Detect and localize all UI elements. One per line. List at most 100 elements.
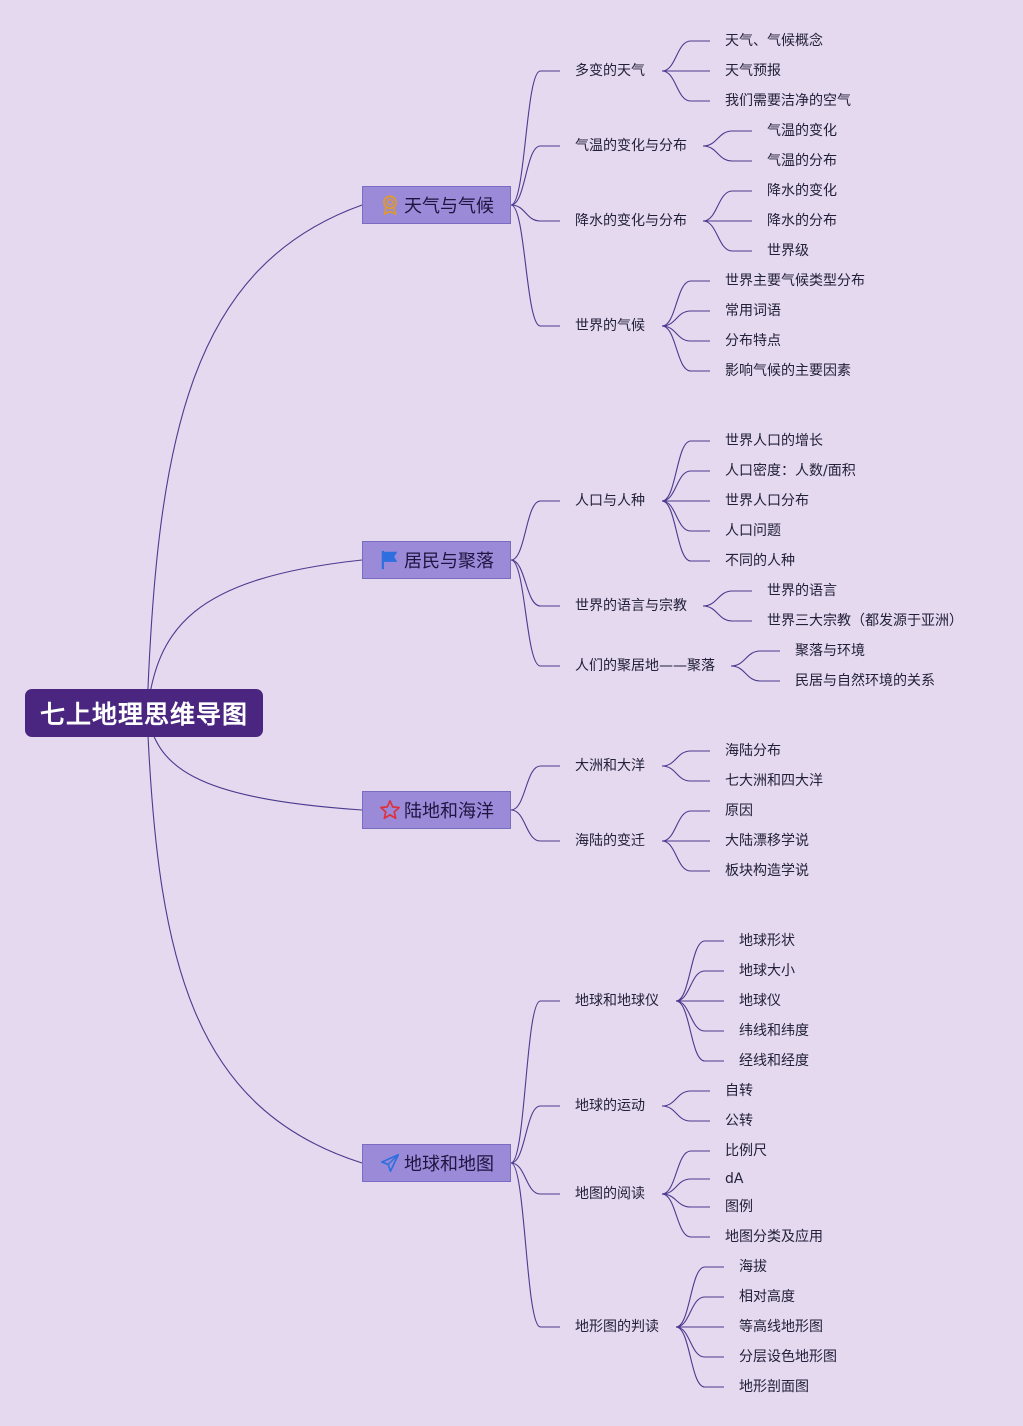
- connector-line: [510, 765, 560, 811]
- leaf-item[interactable]: 人口问题: [725, 523, 781, 539]
- leaf-item[interactable]: 纬线和纬度: [739, 1023, 809, 1039]
- paper-plane-icon: [379, 1152, 401, 1174]
- leaf-item[interactable]: 海拔: [739, 1259, 767, 1275]
- connector-line: [702, 190, 752, 222]
- root-node[interactable]: 七上地理思维导图: [25, 689, 263, 737]
- leaf-item[interactable]: 世界人口分布: [725, 493, 809, 509]
- leaf-item[interactable]: 地球仪: [739, 993, 781, 1009]
- leaf-item[interactable]: 板块构造学说: [725, 863, 809, 879]
- branch-earth-maps[interactable]: 地球和地图: [362, 1144, 511, 1182]
- leaf-item[interactable]: 我们需要洁净的空气: [725, 93, 851, 109]
- leaf-item[interactable]: 地球形状: [739, 933, 795, 949]
- connector-line: [661, 325, 710, 342]
- connector-line: [510, 1000, 560, 1164]
- topic-earth-motion[interactable]: 地球的运动: [575, 1098, 645, 1114]
- leaf-item[interactable]: 分层设色地形图: [739, 1349, 837, 1365]
- leaf-item[interactable]: 地形剖面图: [739, 1379, 809, 1395]
- connector-line: [146, 559, 363, 714]
- leaf-item[interactable]: 气温的分布: [767, 153, 837, 169]
- topic-continents-oceans[interactable]: 大洲和大洋: [575, 758, 645, 774]
- topic-topographic-map[interactable]: 地形图的判读: [575, 1319, 659, 1335]
- connector-line: [510, 204, 560, 222]
- leaf-item[interactable]: 世界人口的增长: [725, 433, 823, 449]
- leaf-item[interactable]: 民居与自然环境的关系: [795, 673, 935, 689]
- connector-line: [661, 1193, 710, 1238]
- leaf-item[interactable]: 降水的分布: [767, 213, 837, 229]
- leaf-item[interactable]: 分布特点: [725, 333, 781, 349]
- connector-line: [146, 712, 363, 1164]
- connector-line: [675, 1000, 724, 1032]
- connector-line: [675, 1326, 724, 1388]
- leaf-item[interactable]: 不同的人种: [725, 553, 795, 569]
- topic-map-reading[interactable]: 地图的阅读: [575, 1186, 645, 1202]
- topic-language-religion[interactable]: 世界的语言与宗教: [575, 598, 687, 614]
- leaf-item[interactable]: 世界的语言: [767, 583, 837, 599]
- connector-line: [702, 605, 752, 622]
- topic-world-climate[interactable]: 世界的气候: [575, 318, 645, 334]
- connector-line: [661, 280, 710, 327]
- medal-icon: [379, 194, 401, 216]
- leaf-item[interactable]: 世界三大宗教（都发源于亚洲）: [767, 613, 963, 629]
- leaf-item[interactable]: 世界级: [767, 243, 809, 259]
- leaf-item[interactable]: 经线和经度: [739, 1053, 809, 1069]
- leaf-item[interactable]: 常用词语: [725, 303, 781, 319]
- connector-line: [661, 70, 710, 102]
- leaf-item[interactable]: 聚落与环境: [795, 643, 865, 659]
- topic-land-sea-change[interactable]: 海陆的变迁: [575, 833, 645, 849]
- leaf-item[interactable]: 图例: [725, 1199, 753, 1215]
- leaf-item[interactable]: 气温的变化: [767, 123, 837, 139]
- topic-temperature[interactable]: 气温的变化与分布: [575, 138, 687, 154]
- topic-precipitation[interactable]: 降水的变化与分布: [575, 213, 687, 229]
- connector-line: [661, 1105, 710, 1122]
- connector-line: [661, 500, 710, 562]
- connector-line: [661, 310, 710, 327]
- connector-line: [510, 559, 560, 667]
- leaf-item[interactable]: 海陆分布: [725, 743, 781, 759]
- connector-line: [661, 1090, 710, 1107]
- connector-line: [661, 1150, 710, 1195]
- connector-line: [146, 204, 363, 714]
- connector-line: [675, 970, 724, 1002]
- leaf-item[interactable]: 自转: [725, 1083, 753, 1099]
- leaf-item[interactable]: 比例尺: [725, 1143, 767, 1159]
- leaf-item[interactable]: 原因: [725, 803, 753, 819]
- leaf-item[interactable]: 地图分类及应用: [725, 1229, 823, 1245]
- leaf-item[interactable]: 影响气候的主要因素: [725, 363, 851, 379]
- topic-population-race[interactable]: 人口与人种: [575, 493, 645, 509]
- connector-line: [510, 145, 560, 206]
- connector-line: [510, 70, 560, 206]
- topic-changeable-weather[interactable]: 多变的天气: [575, 63, 645, 79]
- connector-line: [661, 1193, 710, 1208]
- branch-population-settlement[interactable]: 居民与聚落: [362, 541, 511, 579]
- leaf-item[interactable]: 公转: [725, 1113, 753, 1129]
- leaf-item[interactable]: 等高线地形图: [739, 1319, 823, 1335]
- leaf-item[interactable]: 大陆漂移学说: [725, 833, 809, 849]
- connector-line: [730, 650, 780, 667]
- leaf-item[interactable]: dA: [725, 1171, 744, 1187]
- connector-line: [510, 559, 560, 607]
- connector-line: [661, 840, 710, 872]
- branch-weather-climate[interactable]: 天气与气候: [362, 186, 511, 224]
- leaf-item[interactable]: 七大洲和四大洋: [725, 773, 823, 789]
- leaf-item[interactable]: 世界主要气候类型分布: [725, 273, 865, 289]
- leaf-item[interactable]: 降水的变化: [767, 183, 837, 199]
- topic-settlement[interactable]: 人们的聚居地——聚落: [575, 658, 715, 674]
- topic-earth-globe[interactable]: 地球和地球仪: [575, 993, 659, 1009]
- branch-label: 地球和地图: [404, 1154, 494, 1175]
- branch-label: 天气与气候: [404, 196, 494, 217]
- connector-line: [675, 1000, 724, 1062]
- connector-line: [510, 1105, 560, 1164]
- star-icon: [379, 799, 401, 821]
- connector-line: [661, 470, 710, 502]
- leaf-item[interactable]: 地球大小: [739, 963, 795, 979]
- leaf-item[interactable]: 相对高度: [739, 1289, 795, 1305]
- connector-line: [661, 40, 710, 72]
- connector-line: [675, 1296, 724, 1328]
- leaf-item[interactable]: 天气预报: [725, 63, 781, 79]
- branch-land-ocean[interactable]: 陆地和海洋: [362, 791, 511, 829]
- leaf-item[interactable]: 天气、气候概念: [725, 33, 823, 49]
- connector-line: [661, 325, 710, 372]
- connector-line: [730, 665, 780, 682]
- leaf-item[interactable]: 人口密度：人数/面积: [725, 463, 856, 479]
